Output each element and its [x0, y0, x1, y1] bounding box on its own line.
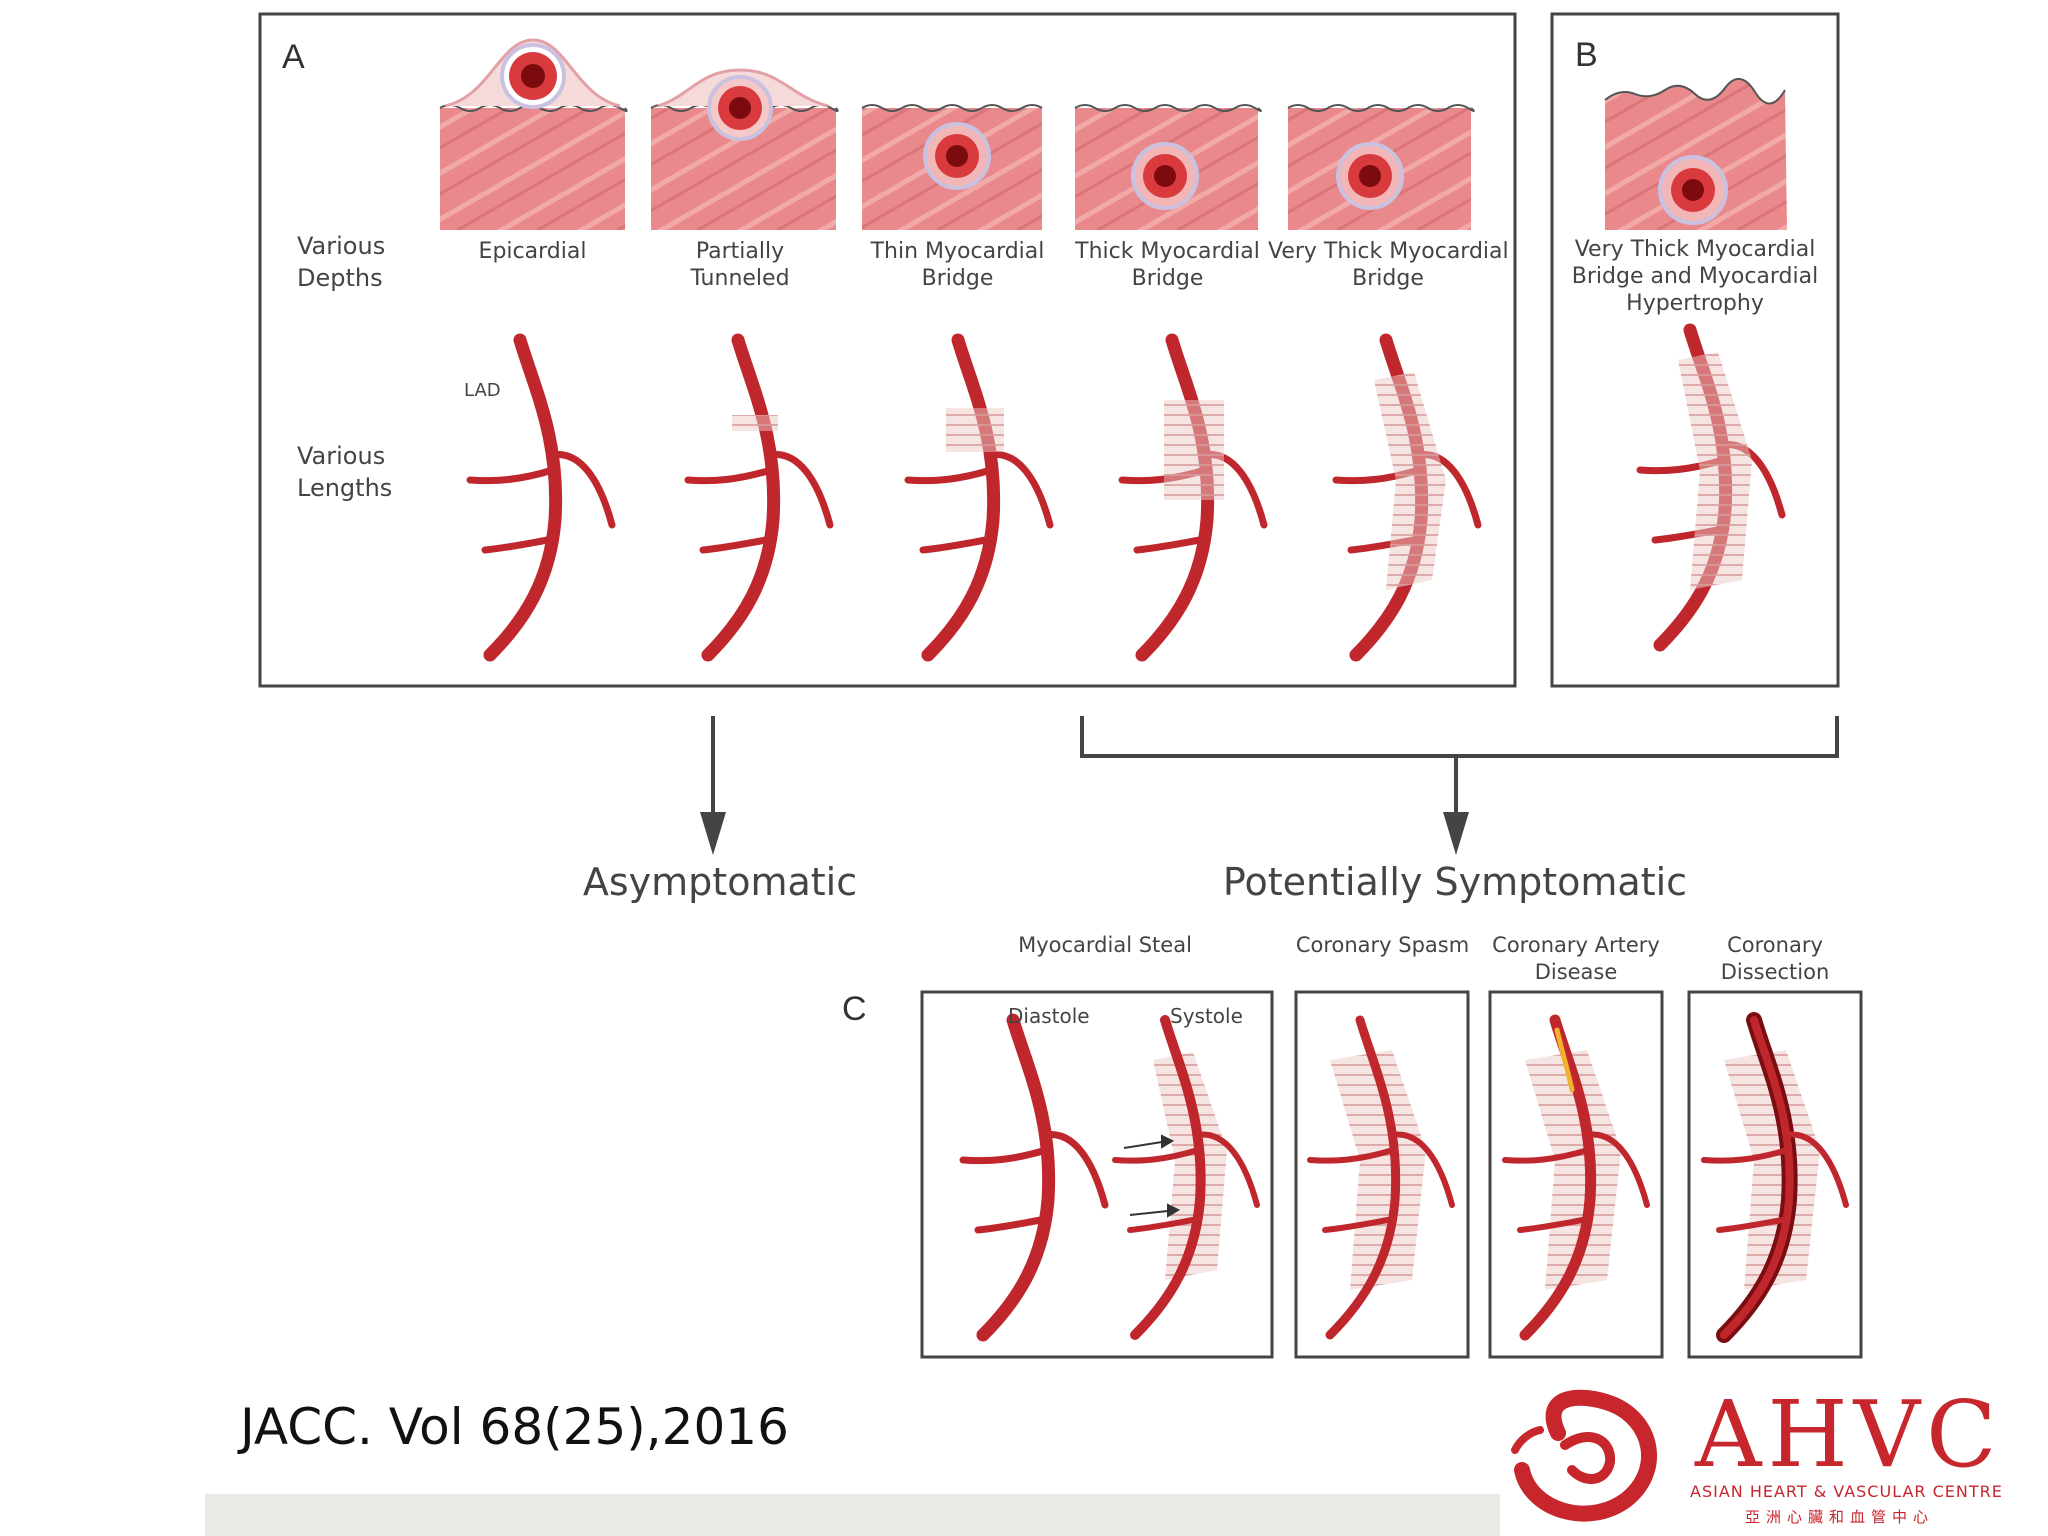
artery-spasm	[1307, 1015, 1455, 1340]
depth-block-thin	[861, 104, 1043, 230]
phase-label-diastole: Diastole	[1008, 1004, 1090, 1028]
depth-label-thin: Thin Myocardial Bridge	[870, 239, 1045, 291]
depth-label-very-thick: Very Thick Myocardial Bridge	[1268, 239, 1509, 291]
artery-hypertrophy	[1636, 323, 1786, 652]
depth-label-partially-tunneled: Partially Tunneled	[690, 239, 790, 291]
artery-thick-bridge	[1118, 333, 1268, 662]
artery-systole	[1112, 1015, 1260, 1340]
depth-label-epicardial: Epicardial	[478, 239, 587, 264]
logo-chinese: 亞洲心臟和血管中心	[1745, 1508, 1935, 1526]
depth-block-epicardial	[439, 38, 628, 230]
artery-epicardial	[466, 333, 616, 662]
depth-block-thick	[1074, 104, 1262, 230]
depth-block-partially-tunneled	[650, 68, 839, 230]
flow-connectors	[700, 716, 1839, 855]
panel-c-frame-steal	[920, 990, 1274, 1359]
depth-block-hypertrophy	[1604, 77, 1793, 230]
outcome-potentially-symptomatic: Potentially Symptomatic	[1222, 860, 1688, 904]
panel-c-frame-spasm	[1294, 990, 1470, 1359]
artery-thin-bridge	[904, 333, 1054, 662]
panel-a-label: A	[282, 38, 305, 76]
panel-b-label: B	[1575, 36, 1598, 74]
depth-label-hypertrophy: Very Thick Myocardial Bridge and Myocard…	[1571, 237, 1819, 316]
artery-partially-tunneled	[684, 333, 834, 662]
footer-band	[205, 1494, 1500, 1536]
ahvc-logo-mark	[1511, 1389, 1658, 1522]
artery-set	[466, 323, 1786, 662]
artery-cad	[1502, 1014, 1650, 1341]
compression-arrows	[1123, 1134, 1181, 1218]
panel-c-frame-dissection	[1687, 990, 1863, 1359]
symptom-label-coronary-artery-disease: Coronary Artery Disease	[1492, 933, 1660, 984]
artery-very-thick-bridge	[1332, 333, 1482, 662]
phase-label-systole: Systole	[1170, 1004, 1243, 1028]
citation: JACC. Vol 68(25),2016	[240, 1398, 789, 1456]
lad-label: LAD	[464, 380, 501, 401]
artery-diastole	[959, 1013, 1109, 1342]
row-label-depths: Various Depths	[297, 232, 386, 292]
panel-a-frame	[258, 12, 1517, 688]
depth-label-thick: Thick Myocardial Bridge	[1075, 239, 1260, 291]
row-label-lengths: Various Lengths	[297, 442, 393, 502]
symptom-label-coronary-dissection: Coronary Dissection	[1720, 933, 1830, 984]
panel-c-frame-cad	[1488, 990, 1664, 1359]
logo-subtitle: ASIAN HEART & VASCULAR CENTRE	[1690, 1482, 2003, 1501]
logo-name: AHVC	[1695, 1381, 2003, 1488]
panel-c-label: C	[842, 990, 867, 1028]
artery-dissection	[1701, 1012, 1849, 1343]
depth-blocks	[439, 38, 1475, 230]
panel-b-frame	[1550, 12, 1840, 688]
depth-block-very-thick	[1287, 104, 1475, 230]
symptom-label-myocardial-steal: Myocardial Steal	[1018, 933, 1192, 957]
symptom-label-coronary-spasm: Coronary Spasm	[1295, 933, 1470, 957]
outcome-asymptomatic: Asymptomatic	[582, 860, 858, 904]
